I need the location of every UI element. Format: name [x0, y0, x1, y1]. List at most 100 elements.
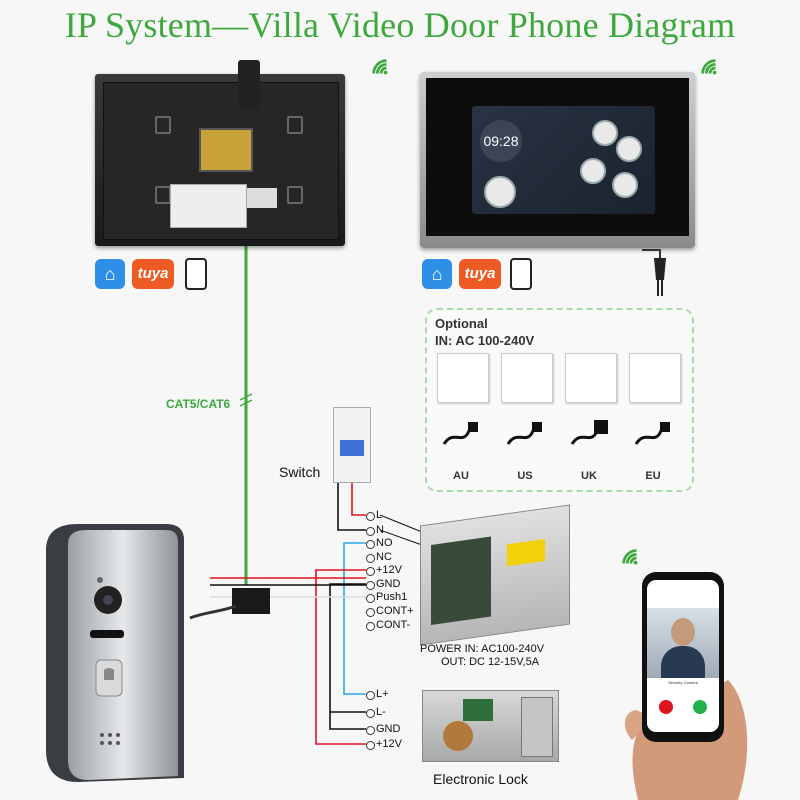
terminal-dot [366, 709, 375, 718]
smart-home-icon: ⌂ [95, 259, 125, 289]
power-cord-icon [570, 420, 608, 445]
mount-hook [287, 116, 303, 134]
terminal-l: L [376, 509, 383, 521]
wire-no [343, 542, 366, 695]
terminal-lock-gnd: GND [376, 723, 401, 735]
electronic-lock [422, 690, 559, 762]
terminal-dot [366, 594, 375, 603]
power-cord-icon [634, 422, 670, 445]
psu-warning-sticker [507, 538, 545, 567]
terminal-dot [366, 581, 375, 590]
terminal-dot [366, 554, 375, 563]
product-label-small [247, 188, 277, 208]
mic-dot [97, 577, 103, 583]
app-button [484, 176, 516, 208]
psu-input-lines [379, 514, 423, 546]
optional-input: IN: AC 100-240V [435, 333, 535, 348]
wire-l [351, 480, 366, 516]
terminal-no: NO [376, 537, 393, 549]
indoor-monitor-front: 09:28 [420, 72, 695, 248]
app-button [616, 136, 642, 162]
terminal-cont-minus: CONT- [376, 619, 411, 631]
terminal-lock-12v: +12V [376, 738, 402, 750]
phone-screen: Security Camera [647, 580, 719, 732]
power-spec-output: OUT: DC 12-15V,5A [441, 656, 540, 668]
optional-title: Optional [435, 316, 488, 331]
terminal-dot [366, 741, 375, 750]
power-supply [420, 504, 570, 646]
mount-hook [155, 116, 171, 134]
psu-circuit-board [431, 536, 491, 625]
wire-n [337, 480, 366, 531]
tuya-icon: tuya [459, 259, 501, 289]
terminal-dot [366, 726, 375, 735]
terminal-dot [366, 608, 375, 617]
app-button [612, 172, 638, 198]
terminal-12v: +12V [376, 564, 402, 576]
product-label [170, 184, 247, 228]
wire-gnd [329, 583, 366, 730]
power-cord-icon [506, 422, 542, 445]
clock-widget: 09:28 [480, 120, 522, 162]
accept-call-button[interactable] [693, 700, 707, 714]
mount-hook [287, 186, 303, 204]
socket-uk [565, 353, 617, 403]
terminal-dot [366, 691, 375, 700]
doorbell-cable [189, 604, 237, 620]
visitor-body [661, 646, 705, 678]
plug-label-us: US [517, 470, 533, 482]
socket-eu [629, 353, 681, 403]
lock-bolt [521, 697, 553, 757]
smartphone-icon [185, 258, 207, 290]
plug-label-au: AU [453, 470, 469, 482]
plug-label-eu: EU [645, 470, 661, 482]
smartphone-icon [510, 258, 532, 290]
monitor-bezel: 09:28 [426, 78, 689, 236]
app-button [592, 120, 618, 146]
terminal-dot [366, 512, 375, 521]
power-plug-icon [642, 249, 666, 296]
lock-board [463, 699, 493, 721]
page-title: IP System—Villa Video Door Phone Diagram [64, 5, 736, 45]
speaker-grille [100, 733, 120, 745]
lock-label: Electronic Lock [433, 771, 528, 787]
power-cord-icon [442, 422, 478, 445]
app-button [580, 158, 606, 184]
rj45-connector [232, 588, 270, 614]
decline-call-button[interactable] [659, 700, 673, 714]
lock-gear [443, 721, 473, 751]
terminal-dot [366, 567, 375, 576]
switch-label: Switch [279, 464, 321, 480]
circuit-breaker [333, 407, 371, 483]
socket-au [437, 353, 489, 403]
terminal-nc: NC [376, 551, 392, 563]
terminal-lock-lplus: L+ [376, 688, 389, 700]
terminal-dot [366, 622, 375, 631]
terminal-n: N [376, 524, 384, 536]
tuya-icon: tuya [132, 259, 174, 289]
terminal-lock-lminus: L- [376, 706, 386, 718]
wifi-icon [622, 549, 638, 565]
socket-us [501, 353, 553, 403]
ir-strip [90, 630, 124, 638]
smartphone: Security Camera [642, 572, 724, 742]
wifi-icon [372, 59, 388, 75]
wire-12v [315, 569, 366, 745]
mount-hook [155, 186, 171, 204]
cable-label: CAT5/CAT6 [166, 397, 231, 411]
smart-home-icon: ⌂ [422, 259, 452, 289]
breaker-toggle [340, 440, 364, 456]
terminal-gnd: GND [376, 578, 401, 590]
wifi-icon [701, 59, 717, 75]
plug-label-uk: UK [581, 470, 597, 482]
monitor-screen: 09:28 [472, 106, 655, 214]
cable-slash [239, 393, 253, 407]
outdoor-doorbell [46, 524, 184, 782]
terminal-push1: Push1 [376, 591, 408, 603]
power-spec-input: POWER IN: AC100-240V [420, 643, 545, 655]
indoor-monitor-back [95, 74, 345, 246]
network-port [199, 128, 253, 172]
terminal-dot [366, 527, 375, 536]
call-caption: Security Camera [668, 680, 698, 685]
visitor-face [671, 618, 695, 646]
